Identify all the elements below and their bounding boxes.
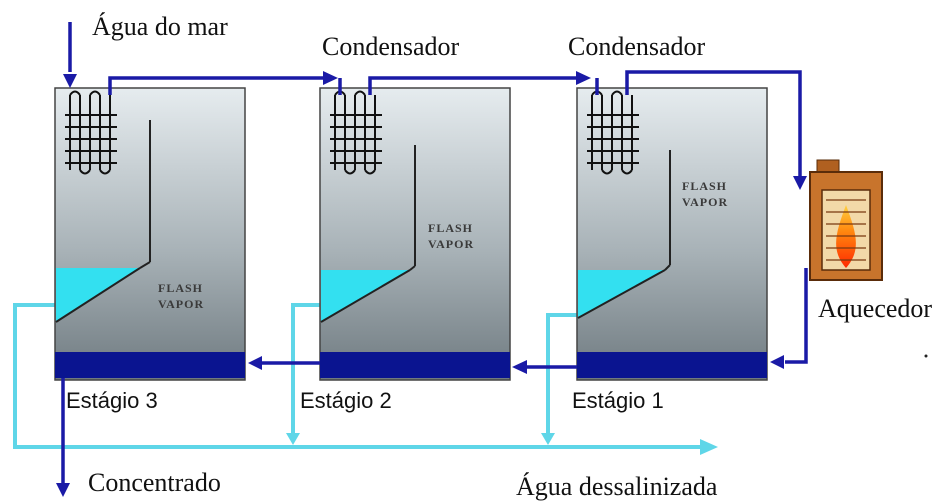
- flash-line1-stage2: FLASH: [428, 221, 473, 235]
- brine-bar-stage1: [577, 352, 767, 378]
- arrow-head-distillate: [700, 439, 718, 455]
- arrow-head-distillate-s1: [541, 433, 555, 445]
- distillate-line-stage3: [13, 303, 700, 449]
- seawater-lines: [61, 22, 808, 485]
- seawater-3-to-2: [108, 76, 325, 95]
- condenser-coil-stage3: [65, 90, 117, 175]
- stage3-label: Estágio 3: [66, 388, 158, 413]
- tank-stage1: [576, 87, 768, 381]
- stage1-label: Estágio 1: [572, 388, 664, 413]
- condenser-label-b: Condensador: [568, 32, 706, 61]
- flash-line1-stage3: FLASH: [158, 281, 203, 295]
- flash-line1-stage1: FLASH: [682, 179, 727, 193]
- arrow-head-distillate-s2: [286, 433, 300, 445]
- concentrate-label: Concentrado: [88, 468, 221, 497]
- tank-stage3: [54, 87, 246, 381]
- seawater-arrowheads: [56, 71, 807, 497]
- flash-line2-stage1: VAPOR: [682, 195, 728, 209]
- condenser-label-a: Condensador: [322, 32, 460, 61]
- tank-stage2: [319, 87, 511, 381]
- brine-bar-stage2: [320, 352, 510, 378]
- flash-line2-stage3: VAPOR: [158, 297, 204, 311]
- brine-bar-stage3: [55, 352, 245, 378]
- distillate-line-stage2: [291, 303, 320, 435]
- distillate-lines: [13, 303, 700, 449]
- distillate-line-stage1: [546, 313, 577, 435]
- stage2-label: Estágio 2: [300, 388, 392, 413]
- heater-to-stage1: [785, 268, 808, 364]
- heater: [809, 159, 883, 281]
- heater-label: Aquecedor: [818, 294, 933, 323]
- seawater-inlet-label: Água do mar: [92, 12, 228, 41]
- seawater-2-to-1: [368, 76, 578, 95]
- stray-dot: [924, 354, 928, 358]
- desalinated-water-label: Água dessalinizada: [516, 472, 718, 501]
- seawater-1-to-heater: [625, 70, 802, 178]
- flash-line2-stage2: VAPOR: [428, 237, 474, 251]
